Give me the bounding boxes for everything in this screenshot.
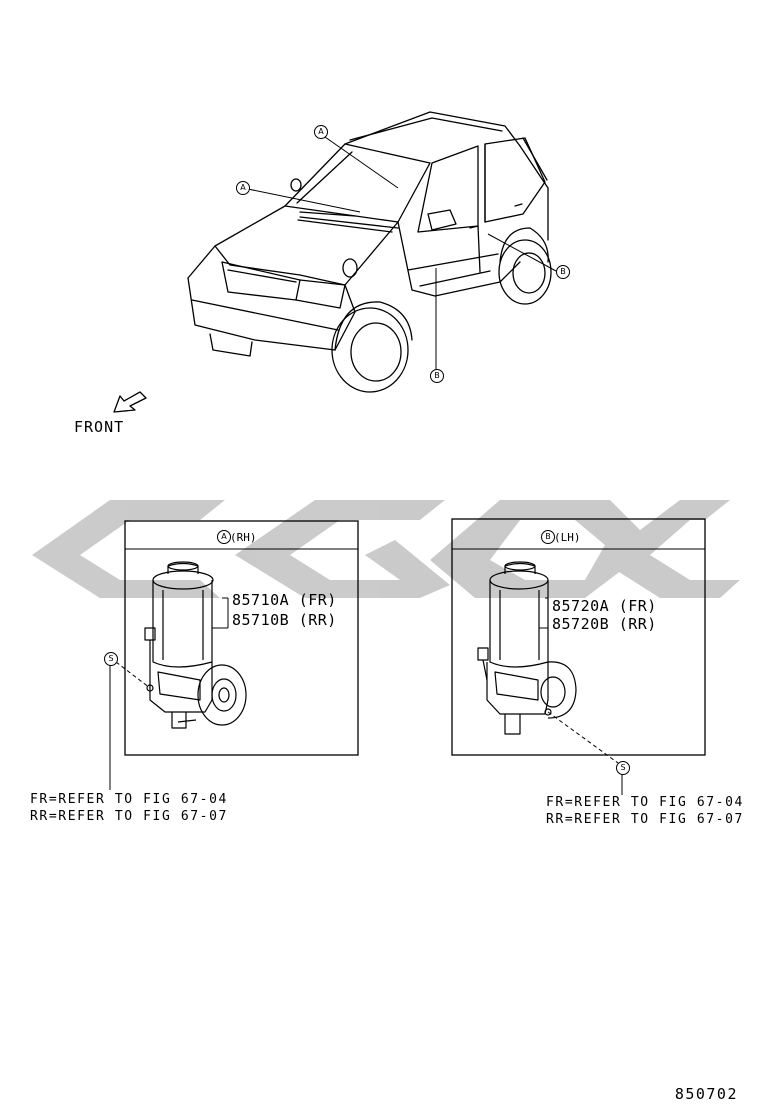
refer-rh-fr: FR=REFER TO FIG 67-04 — [30, 792, 228, 807]
callout-a-front: A — [236, 181, 250, 195]
callout-s-rh: S — [104, 652, 118, 666]
callout-b-side: B — [430, 369, 444, 383]
front-label: FRONT — [74, 418, 125, 436]
watermark-logo — [32, 500, 740, 598]
callout-b-rear: B — [556, 265, 570, 279]
vehicle-leaders — [247, 136, 557, 369]
part-number-rh-fr: 85710A (FR) — [232, 591, 337, 609]
front-arrow-icon — [113, 391, 147, 413]
panel-lh-callout: B — [541, 530, 555, 544]
motor-rh-illustration — [144, 561, 247, 729]
panel-rh — [109, 520, 359, 790]
panel-lh — [451, 518, 706, 795]
panel-rh-callout: A — [217, 530, 231, 544]
part-number-rh-rr: 85710B (RR) — [232, 611, 337, 629]
part-number-lh-fr: 85720A (FR) — [552, 597, 657, 615]
figure-number: 850702 — [674, 1085, 738, 1103]
part-number-lh-rr: 85720B (RR) — [552, 615, 657, 633]
refer-rh-rr: RR=REFER TO FIG 67-07 — [30, 809, 228, 824]
refer-lh-fr: FR=REFER TO FIG 67-04 — [546, 795, 744, 810]
callout-s-lh: S — [616, 761, 630, 775]
motor-lh-illustration — [477, 561, 577, 735]
vehicle-illustration — [187, 111, 552, 393]
callout-a-windshield: A — [314, 125, 328, 139]
panel-lh-title: (LH) — [554, 531, 581, 544]
panel-rh-title: (RH) — [230, 531, 257, 544]
refer-lh-rr: RR=REFER TO FIG 67-07 — [546, 812, 744, 827]
